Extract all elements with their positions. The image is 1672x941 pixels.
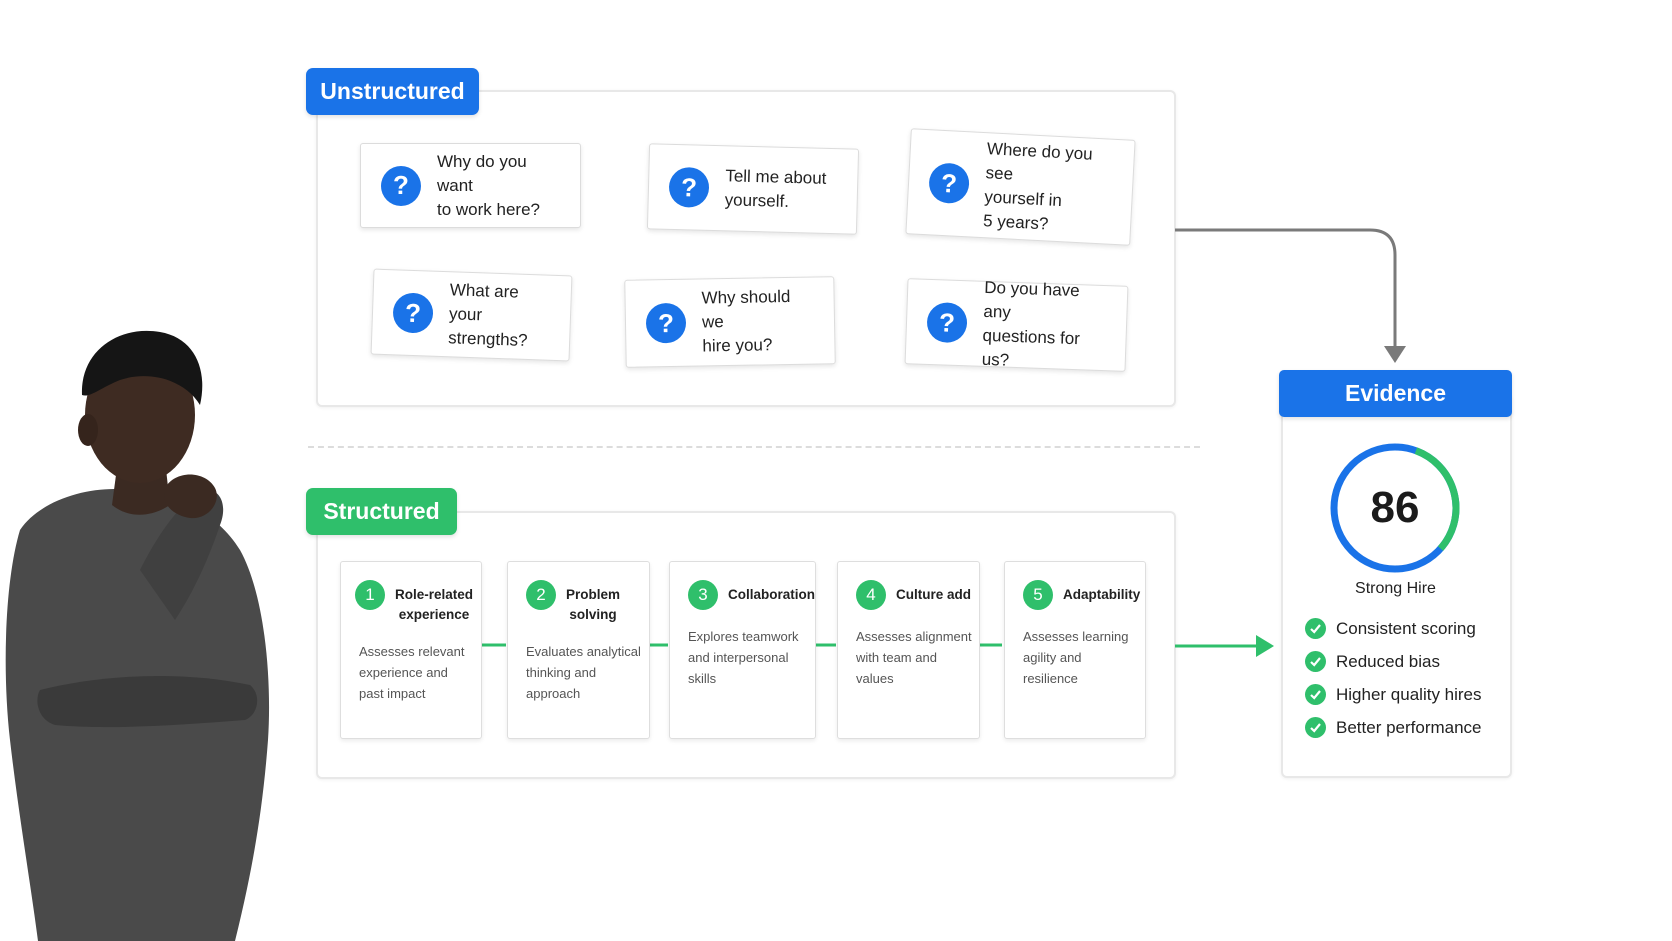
- step-number: 4: [856, 580, 886, 610]
- step-description: Assesses alignment with team and values: [856, 629, 972, 686]
- question-card: ? What are your strengths?: [370, 268, 573, 362]
- question-text: Where do you see yourself in 5 years?: [982, 139, 1094, 234]
- unstructured-arrowhead: [1384, 346, 1406, 363]
- evidence-label: Evidence: [1279, 370, 1512, 417]
- check-icon: [1305, 684, 1326, 705]
- verdict-label: Strong Hire: [1355, 580, 1436, 597]
- structured-step: 2 Problem solving Evaluates analytical t…: [507, 561, 650, 739]
- structured-arrowhead: [1256, 635, 1274, 657]
- structured-step: 5 Adaptability Assesses learning agility…: [1004, 561, 1146, 739]
- structured-step: 3 Collaboration Explores teamwork and in…: [669, 561, 816, 739]
- step-number: 5: [1023, 580, 1053, 610]
- step-number: 1: [355, 580, 385, 610]
- structured-step: 4 Culture add Assesses alignment with te…: [837, 561, 980, 739]
- unstructured-arrow: [1175, 228, 1397, 348]
- step-description: Assesses learning agility and resilience: [1023, 629, 1129, 686]
- step-title: Role-related experience: [395, 587, 474, 622]
- question-icon: ?: [392, 292, 434, 334]
- step-description: Assesses relevant experience and past im…: [359, 644, 465, 701]
- flow-arrows: [1175, 228, 1406, 657]
- question-icon: ?: [928, 162, 971, 205]
- question-text: Do you have any questions for us?: [981, 277, 1081, 370]
- benefit-item: Better performance: [1305, 717, 1482, 738]
- step-number: 2: [526, 580, 556, 610]
- question-text: Why do you want to work here?: [437, 151, 540, 219]
- question-card: ? Why should we hire you?: [624, 276, 836, 368]
- score-gauge: [1330, 443, 1460, 573]
- check-icon: [1305, 618, 1326, 639]
- question-icon: ?: [926, 301, 968, 344]
- benefit-label: Higher quality hires: [1336, 684, 1482, 704]
- structured-label: Structured: [306, 488, 457, 535]
- score-value: 86: [1370, 483, 1420, 532]
- step-connectors: [482, 643, 1002, 647]
- step-title: Culture add: [896, 587, 972, 602]
- step-description: Evaluates analytical thinking and approa…: [526, 644, 641, 701]
- benefit-item: Higher quality hires: [1305, 684, 1482, 705]
- question-text: Why should we hire you?: [701, 286, 791, 356]
- structured-step: 1 Role-related experience Assesses relev…: [340, 561, 482, 739]
- benefit-label: Consistent scoring: [1336, 618, 1476, 638]
- benefit-item: Reduced bias: [1305, 651, 1440, 672]
- thinking-person-illustration: [5, 330, 270, 941]
- step-title: Collaboration: [728, 587, 815, 602]
- benefit-label: Better performance: [1336, 717, 1482, 737]
- question-icon: ?: [645, 302, 687, 344]
- step-description: Explores teamwork and interpersonal skil…: [688, 629, 799, 686]
- question-text: What are your strengths?: [447, 280, 528, 350]
- section-divider: [308, 446, 1200, 448]
- check-icon: [1305, 651, 1326, 672]
- unstructured-label: Unstructured: [306, 68, 479, 115]
- question-card: ? Do you have any questions for us?: [904, 278, 1129, 372]
- question-icon: ?: [668, 166, 710, 208]
- step-number: 3: [688, 580, 718, 610]
- question-icon: ?: [381, 165, 421, 206]
- score-gauge-progress: [1414, 447, 1460, 551]
- step-title: Problem solving: [566, 587, 621, 622]
- step-title: Adaptability: [1063, 587, 1141, 602]
- question-card: ? Where do you see yourself in 5 years?: [905, 128, 1136, 246]
- check-icon: [1305, 717, 1326, 738]
- question-card: ? Why do you want to work here?: [360, 143, 581, 228]
- question-text: Tell me about yourself.: [724, 166, 827, 211]
- evidence-panel: [1281, 393, 1512, 778]
- benefit-label: Reduced bias: [1336, 651, 1440, 671]
- benefit-item: Consistent scoring: [1305, 618, 1476, 639]
- question-card: ? Tell me about yourself.: [646, 143, 860, 235]
